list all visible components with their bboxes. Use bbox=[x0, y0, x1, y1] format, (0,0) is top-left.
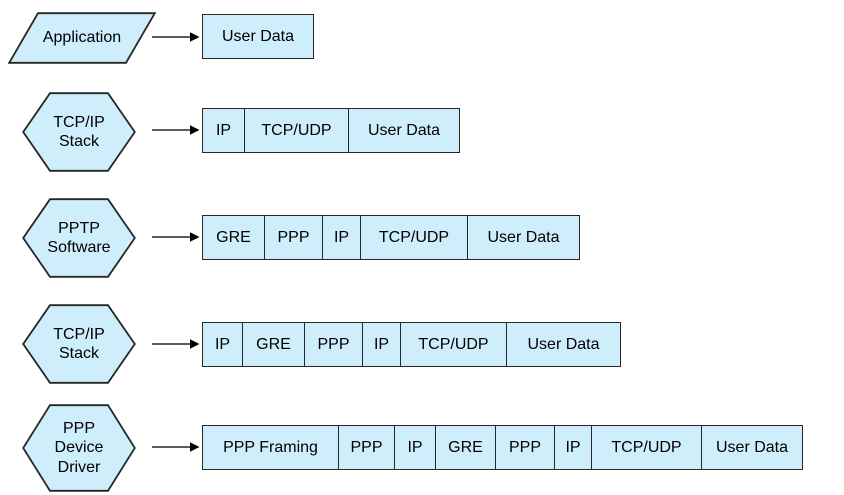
packet-field: IP bbox=[323, 216, 361, 259]
packet-field: TCP/UDP bbox=[361, 216, 468, 259]
packet-field: IP bbox=[203, 323, 243, 366]
stage-pptp-software: PPTP Software bbox=[22, 198, 136, 278]
packet-field: User Data bbox=[203, 15, 313, 58]
packet-field: PPP bbox=[339, 426, 395, 469]
packet-row-tcp-ip-stack-2: IP GRE PPP IP TCP/UDP User Data bbox=[202, 322, 621, 367]
packet-field: User Data bbox=[507, 323, 620, 366]
hexagon-shape bbox=[22, 198, 136, 278]
packet-field: IP bbox=[203, 109, 245, 152]
packet-field: PPP bbox=[496, 426, 555, 469]
parallelogram-shape bbox=[8, 12, 156, 64]
hexagon-shape bbox=[22, 92, 136, 172]
packet-field: GRE bbox=[243, 323, 305, 366]
encapsulation-arrow bbox=[152, 442, 200, 452]
stage-label: TCP/IP Stack bbox=[53, 325, 105, 362]
packet-field: IP bbox=[555, 426, 592, 469]
packet-row-pptp-software: GRE PPP IP TCP/UDP User Data bbox=[202, 215, 580, 260]
packet-field: TCP/UDP bbox=[592, 426, 702, 469]
packet-field: TCP/UDP bbox=[401, 323, 507, 366]
encapsulation-arrow bbox=[152, 232, 200, 242]
packet-field: PPP bbox=[305, 323, 363, 366]
packet-row-application: User Data bbox=[202, 14, 314, 59]
packet-row-ppp-device-driver: PPP Framing PPP IP GRE PPP IP TCP/UDP Us… bbox=[202, 425, 803, 470]
hexagon-shape bbox=[22, 304, 136, 384]
encapsulation-arrow bbox=[152, 32, 200, 42]
packet-field: GRE bbox=[436, 426, 496, 469]
stage-label: PPTP Software bbox=[47, 219, 111, 256]
stage-label: TCP/IP Stack bbox=[53, 113, 105, 150]
stage-label: PPP Device Driver bbox=[54, 420, 104, 476]
packet-field: PPP Framing bbox=[203, 426, 339, 469]
packet-field: User Data bbox=[468, 216, 579, 259]
encapsulation-arrow bbox=[152, 125, 200, 135]
packet-field: IP bbox=[395, 426, 436, 469]
packet-field: PPP bbox=[265, 216, 323, 259]
packet-field: User Data bbox=[349, 109, 459, 152]
stage-tcp-ip-stack-2: TCP/IP Stack bbox=[22, 304, 136, 384]
stage-label: Application bbox=[42, 29, 122, 47]
stage-ppp-device-driver: PPP Device Driver bbox=[22, 404, 136, 492]
packet-field: IP bbox=[363, 323, 401, 366]
stage-application: Application bbox=[8, 12, 156, 64]
packet-field: User Data bbox=[702, 426, 802, 469]
packet-field: TCP/UDP bbox=[245, 109, 349, 152]
hexagon-shape bbox=[22, 404, 136, 492]
encapsulation-arrow bbox=[152, 339, 200, 349]
stage-tcp-ip-stack-1: TCP/IP Stack bbox=[22, 92, 136, 172]
packet-field: GRE bbox=[203, 216, 265, 259]
packet-row-tcp-ip-stack-1: IP TCP/UDP User Data bbox=[202, 108, 460, 153]
